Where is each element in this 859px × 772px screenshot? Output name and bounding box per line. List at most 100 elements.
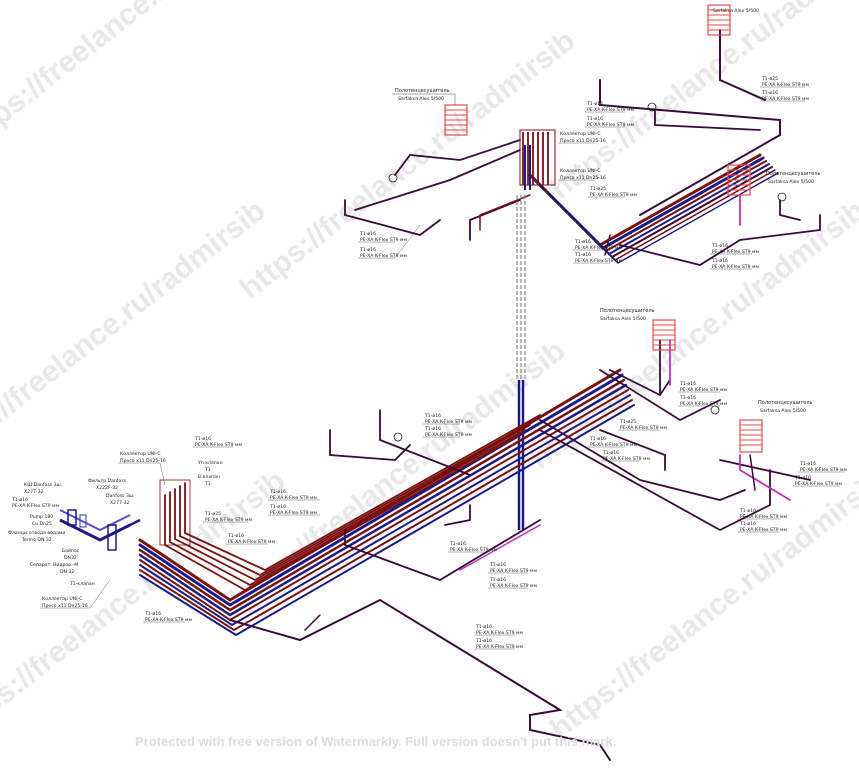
pipe-spec: PE-XA K-Flex ST9 мм: [762, 82, 809, 88]
valve-body: [67, 509, 77, 526]
radiator-caption: Полотенцесушитель: [758, 400, 813, 406]
pipe-label: T1-ø16: [424, 413, 441, 419]
valve-icon: [388, 173, 398, 183]
radiator-middle-right: [739, 419, 763, 453]
radiator-middle-top: [652, 319, 676, 351]
pipe-label: T1-ø16: [194, 436, 211, 442]
watermark-layer: https://freelance.ru/radmirsib https://f…: [0, 0, 859, 746]
pipe-spec: PE-XA K-Flex ST9 мм: [360, 237, 407, 243]
pipe-spec: PE-XA K-Flex ST9 мм: [680, 401, 727, 407]
pipe-spec: PE-XA K-Flex ST9 мм: [680, 387, 727, 393]
pipe-spec: PE-XA K-Flex ST9 мм: [490, 568, 537, 574]
pipe-spec: PE-XA K-Flex ST9 мм: [145, 617, 192, 623]
valve-icon: [393, 432, 403, 442]
pump-label: Pump 180: [30, 514, 53, 520]
filter-spec: X222F-32: [96, 485, 118, 491]
collector-spec: Пресо x11 Dn25-16: [560, 138, 606, 144]
pipe-label: T1-ø16: [424, 426, 441, 432]
pipe-spec: PE-XA K-Flex ST9 мм: [476, 644, 523, 650]
pipe-spec: PE-XA K-Flex ST9 мм: [490, 583, 537, 589]
upper-floor-piping: [344, 4, 821, 266]
radiator-model: Sarfaksa Alex 5/500: [398, 96, 444, 102]
pipe-spec: PE-XA K-Flex ST9 мм: [740, 514, 787, 520]
bypass-spec: DN32: [64, 555, 77, 561]
pipe-label: T1-ø16: [586, 116, 603, 122]
pipe-spec: PE-XA K-Flex ST9 мм: [762, 96, 809, 102]
pipe-spec: PE-XA K-Flex ST9 мм: [795, 481, 842, 487]
pipe-spec: PE-XA K-Flex ST9 мм: [270, 510, 317, 516]
pipe-label: T1-ø16: [359, 231, 376, 237]
radiator-upper-left: [444, 104, 468, 136]
pipe-spec: PE-XA K-Flex ST9 мм: [712, 264, 759, 270]
pipe-label: T1-ø16: [602, 450, 619, 456]
radiator-model: Sarfaksa Alex 5/500: [760, 408, 806, 414]
radiator-model: Sarfaksa Alex 5/500: [768, 179, 814, 185]
pipe-label: T1-ø16: [794, 475, 811, 481]
pipe-spec: PE-XA K-Flex ST9 мм: [425, 419, 472, 425]
valve-label: КШ Danfoss 3ш.: [24, 482, 62, 488]
pipe-spec: PE-XA K-Flex ST9 мм: [800, 467, 847, 473]
pipe-label: T1-ø16: [269, 489, 286, 495]
pipe-spec: PE-XA K-Flex ST9 мм: [575, 258, 622, 264]
pipe-spec: PE-XA K-Flex ST9 мм: [12, 503, 59, 509]
collector-label: Коллектор UNI-C: [120, 451, 160, 457]
pipe-label: T1-ø16: [711, 258, 728, 264]
collector-label: Коллектор UNI-C: [42, 596, 82, 602]
pipe-label: T1-ø16: [11, 497, 28, 503]
collector-spec: Пресо x11 Dn25-16: [560, 175, 606, 181]
pipe-label: T1-ø16: [586, 101, 603, 107]
radiator-caption: Полотенцесушитель: [395, 88, 450, 94]
pipe-label: T1-ø16: [679, 395, 696, 401]
pump-spec: Cu Dn25: [32, 521, 52, 527]
thermometer-label: T1: [204, 481, 211, 487]
radiator-upper-right: [727, 164, 751, 196]
radiator-caption: Полотенцесушитель: [766, 171, 821, 177]
pipe-spec: PE-XA K-Flex ST9 мм: [450, 547, 497, 553]
pipe-label: T1-ø16: [589, 436, 606, 442]
gauge-label: T1-клапан: [69, 581, 95, 587]
pipe-spec: PE-XA K-Flex ST9 мм: [620, 425, 667, 431]
pipe-spec: PE-XA K-Flex ST9 мм: [587, 107, 634, 113]
pipe-label: T1-ø25: [761, 76, 778, 82]
vent-label: Сепарат. Видрор.-М: [30, 562, 78, 568]
valve-icon: [710, 405, 720, 415]
pipe-label: T1-ø16: [761, 90, 778, 96]
pump-body: [107, 524, 117, 551]
pipe-spec: PE-XA K-Flex ST9 мм: [360, 253, 407, 259]
watermark-footer: Protected with free version of Watermark…: [135, 734, 616, 749]
pipe-label: T1-ø16: [711, 243, 728, 249]
upper-collector: [519, 129, 556, 190]
collector-spec: Пресо x11 Dn25-16: [120, 458, 166, 464]
thermometer-label: T1: [204, 467, 211, 473]
pipe-label: T1-ø16: [489, 562, 506, 568]
flange-label: Фланцы отвода водами: [8, 530, 65, 536]
collector-label: Коллектор UNI-C: [560, 131, 600, 137]
flange-spec: Termo DN 32: [21, 537, 52, 543]
pipe-label: T1-ø16: [574, 239, 591, 245]
valve-icon: [777, 192, 787, 202]
pipe-label: T1-ø16: [227, 533, 244, 539]
pipe-label: T1-ø16: [449, 541, 466, 547]
annotation-labels: Полотенцесушитель Sarfaksa Alex 5/500 Sa…: [8, 8, 847, 650]
valve-icon: [647, 102, 657, 112]
pipe-label: T1-ø16: [679, 381, 696, 387]
pipe-spec: PE-XA K-Flex ST9 мм: [205, 517, 252, 523]
upper-branches: [344, 29, 821, 266]
pipe-spec: PE-XA K-Flex ST9 мм: [590, 442, 637, 448]
pipe-label: T1-ø16: [269, 504, 286, 510]
radiator-model: Sarfaksa Alex 5/500: [600, 316, 646, 322]
pipe-label: T1-ø25: [619, 419, 636, 425]
pipe-spec: PE-XA K-Flex ST9 мм: [228, 539, 275, 545]
valve-spec: X277-32: [24, 489, 43, 495]
ball-valve-label: Danfoss 3ш.: [106, 493, 135, 499]
pipe-label: T1-ø16: [475, 624, 492, 630]
bypass-label: Байпас: [62, 547, 80, 554]
thermometer-label: Уп.клапан: [198, 460, 223, 466]
vertical-riser: [516, 195, 526, 530]
pipe-label: T1-ø16: [144, 611, 161, 617]
pipe-label: T1-ø25: [589, 186, 606, 192]
pipe-label: T1-ø16: [574, 252, 591, 258]
collector-label: Коллектор UNI-C: [560, 168, 600, 174]
